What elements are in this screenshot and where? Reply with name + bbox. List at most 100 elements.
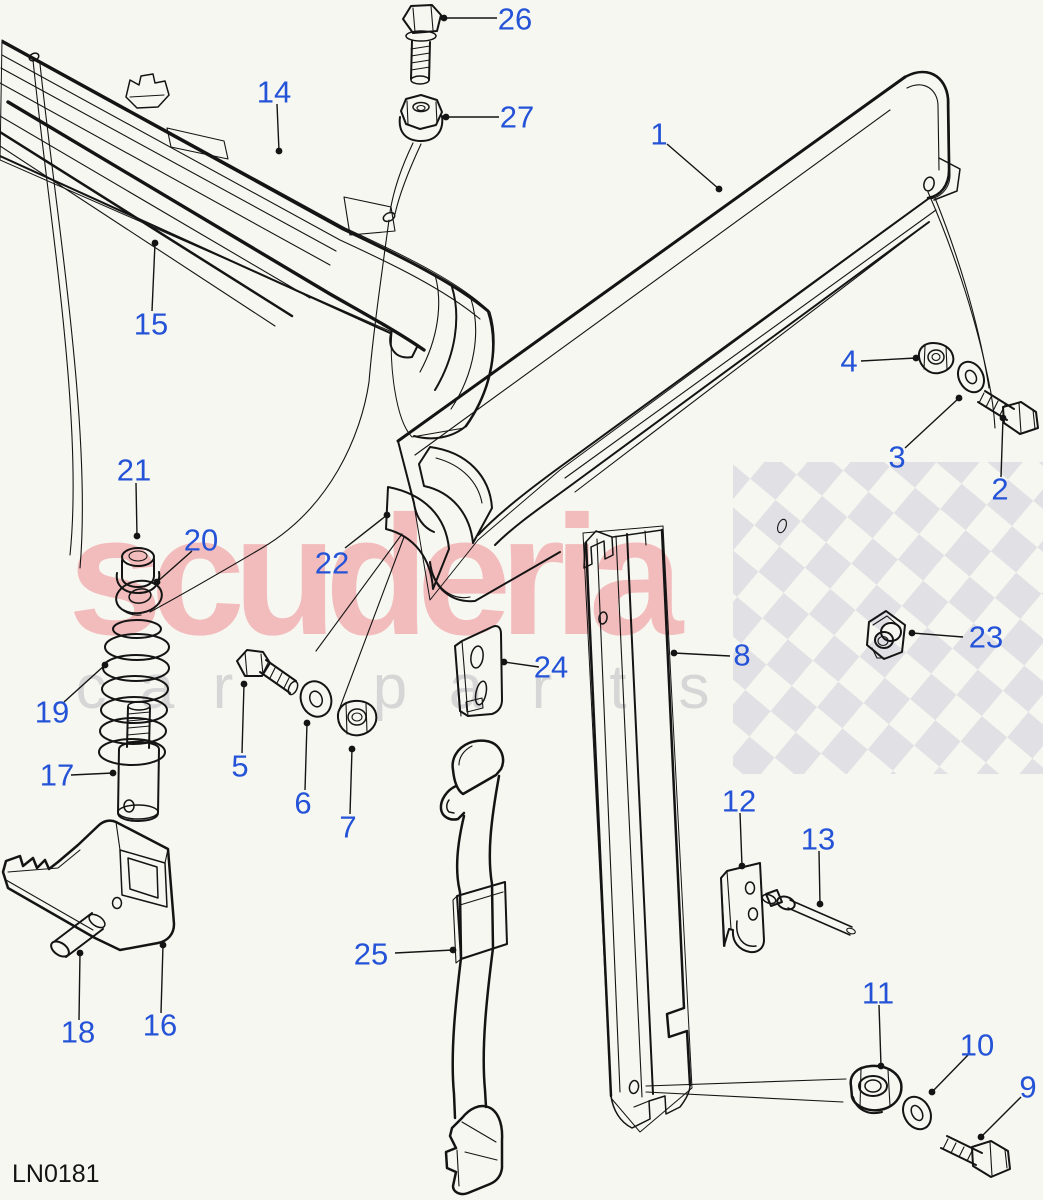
callout-dot [440,14,448,22]
callout-5[interactable]: 5 [231,680,249,784]
curve-right-a [927,191,996,429]
callout-number[interactable]: 3 [888,440,905,475]
callout-number[interactable]: 7 [339,810,356,845]
callout-22[interactable]: 22 [315,511,391,581]
callout-leader-line [70,772,114,776]
callout-4[interactable]: 4 [840,344,920,379]
callout-number[interactable]: 2 [991,472,1008,507]
callout-number[interactable]: 4 [840,344,857,379]
callout-dot [955,394,963,402]
callout-number[interactable]: 27 [500,100,534,135]
callout-number[interactable]: 17 [40,758,74,793]
callout-dot [109,769,117,777]
part-8-channel [582,525,693,1133]
callout-number[interactable]: 23 [969,620,1003,655]
part-10-washer [902,1095,932,1131]
callout-layer: 1234567891011121314151617181920212223242… [35,2,1037,1141]
callout-11[interactable]: 11 [862,976,894,1070]
callout-8[interactable]: 8 [670,638,751,673]
callout-number[interactable]: 14 [257,75,291,110]
callout-number[interactable]: 11 [862,976,894,1011]
callout-dot [912,354,920,362]
callout-27[interactable]: 27 [442,100,535,135]
callout-leader-line [931,1053,970,1093]
callout-25[interactable]: 25 [354,937,457,972]
callout-9[interactable]: 9 [977,1070,1037,1141]
part-4-nut [917,342,955,375]
callout-leader-line [739,812,743,867]
callout-leader-line [151,242,156,312]
callout-16[interactable]: 16 [143,941,177,1043]
checkered-flag-watermark [733,462,1043,774]
callout-number[interactable]: 12 [722,784,756,819]
callout-number[interactable]: 6 [294,786,311,821]
callout-number[interactable]: 18 [61,1015,95,1050]
callout-number[interactable]: 15 [134,307,168,342]
callout-7[interactable]: 7 [339,745,357,845]
callout-12[interactable]: 12 [722,784,756,870]
part-9-bolt [940,1135,1011,1178]
callout-number[interactable]: 5 [231,749,248,784]
callout-1[interactable]: 1 [650,117,723,193]
callout-number[interactable]: 20 [184,523,218,558]
part-23-clip-nut [866,610,906,660]
callout-number[interactable]: 19 [35,695,69,730]
part-1-cantrail-panel [385,70,961,603]
reference-curves [32,59,996,1103]
callout-13[interactable]: 13 [801,822,835,908]
callout-leader-line [241,683,245,754]
callout-10[interactable]: 10 [928,1028,995,1096]
callout-number[interactable]: 22 [315,546,349,581]
callout-3[interactable]: 3 [888,394,963,475]
callout-15[interactable]: 15 [134,239,168,342]
callout-dot [738,862,746,870]
callout-number[interactable]: 1 [650,117,667,152]
callout-19[interactable]: 19 [35,661,109,730]
part-17-plunger [117,701,160,822]
curve-mid [149,219,390,613]
callout-20[interactable]: 20 [153,523,219,586]
callout-dot [101,661,109,669]
callout-24[interactable]: 24 [500,650,569,685]
part-3-washer [957,360,985,394]
callout-leader-line [673,652,731,657]
callout-leader-line [503,661,540,668]
callout-leader-line [160,944,164,1014]
part-22-clamp-upper [418,446,493,544]
callout-17[interactable]: 17 [40,758,117,793]
pointer-line-11a [645,1078,847,1087]
callout-number[interactable]: 25 [354,937,388,972]
callout-leader-line [276,103,280,152]
callout-number[interactable]: 9 [1019,1070,1036,1105]
callout-dot [449,946,457,954]
callout-23[interactable]: 23 [908,620,1004,655]
part-25-check-strap [439,739,508,1196]
callout-number[interactable]: 21 [117,453,151,488]
part-20-washer [115,579,163,616]
callout-26[interactable]: 26 [440,2,533,37]
callout-2[interactable]: 2 [991,414,1009,507]
callout-number[interactable]: 13 [801,822,835,857]
part-18-pin [50,912,106,958]
curve-nut27-b [394,143,422,215]
part-19-spring [98,619,170,766]
callout-14[interactable]: 14 [257,75,291,155]
callout-leader-line [860,357,917,362]
curve-nut27-a [389,142,414,213]
callout-leader-line [135,482,138,537]
part-12-latch-bracket [720,862,765,954]
callout-dot [670,649,678,657]
callout-dot [303,719,311,727]
callout-6[interactable]: 6 [294,719,312,821]
callout-18[interactable]: 18 [61,949,95,1050]
callout-number[interactable]: 24 [534,650,568,685]
callout-number[interactable]: 10 [960,1028,994,1063]
callout-number[interactable]: 16 [143,1008,177,1043]
callout-dot [159,941,167,949]
callout-21[interactable]: 21 [117,453,151,540]
part-2-bolt [977,390,1039,435]
callout-leader-line [911,632,964,638]
callout-number[interactable]: 26 [498,2,532,37]
watermark-letter: r [213,653,234,722]
callout-number[interactable]: 8 [733,638,750,673]
